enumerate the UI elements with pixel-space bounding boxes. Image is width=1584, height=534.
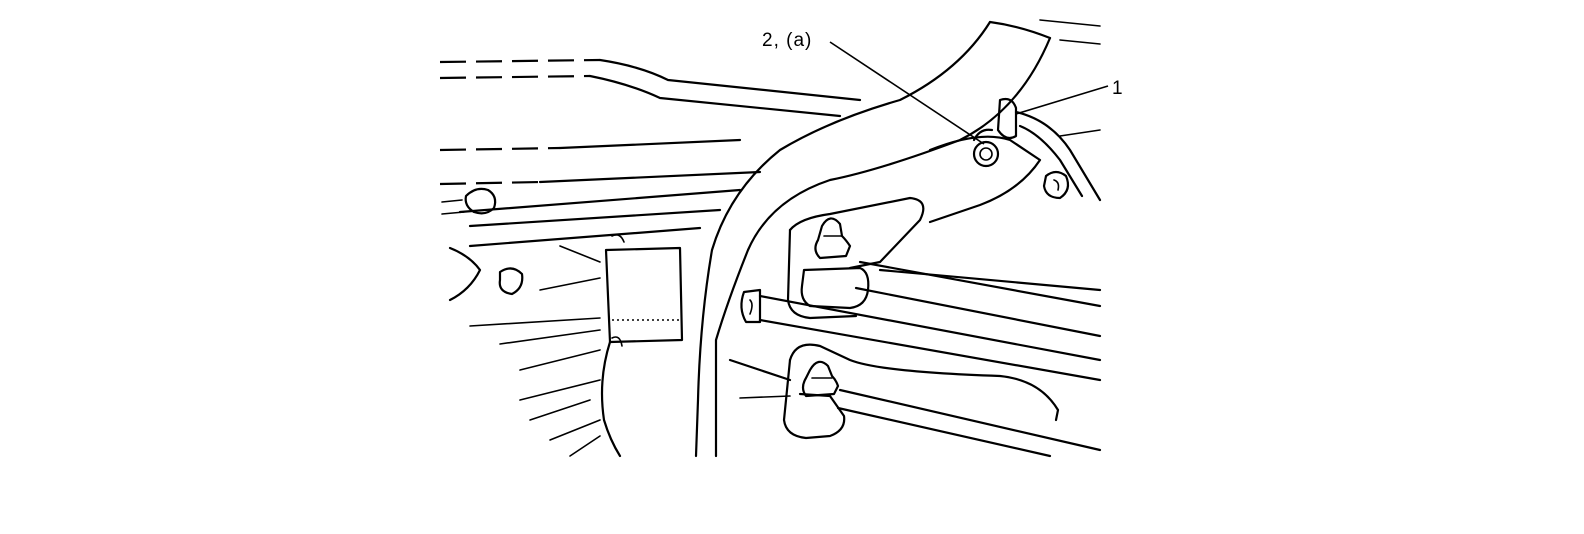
lower-rods — [728, 358, 1102, 458]
callout-bolt-label: 2, (a) — [762, 30, 812, 51]
leader-lines — [829, 41, 1109, 145]
lateral-rods — [758, 260, 1102, 382]
mid-rail — [439, 138, 762, 248]
crossmember-tube — [694, 19, 1101, 458]
bracket-bolt-lower — [801, 360, 840, 398]
center-bracket — [786, 196, 925, 320]
stub-shaft — [740, 288, 762, 324]
right-nut — [1042, 170, 1070, 200]
bolt-2 — [972, 128, 1000, 168]
callout-part-label: 1 — [1112, 78, 1124, 99]
lower-bracket — [782, 343, 1060, 440]
left-housing — [448, 234, 684, 458]
bracket-bolt-upper — [814, 217, 852, 260]
left-rail-bolt — [441, 187, 497, 215]
upper-bracket — [928, 97, 1102, 224]
upper-rail — [439, 58, 862, 118]
